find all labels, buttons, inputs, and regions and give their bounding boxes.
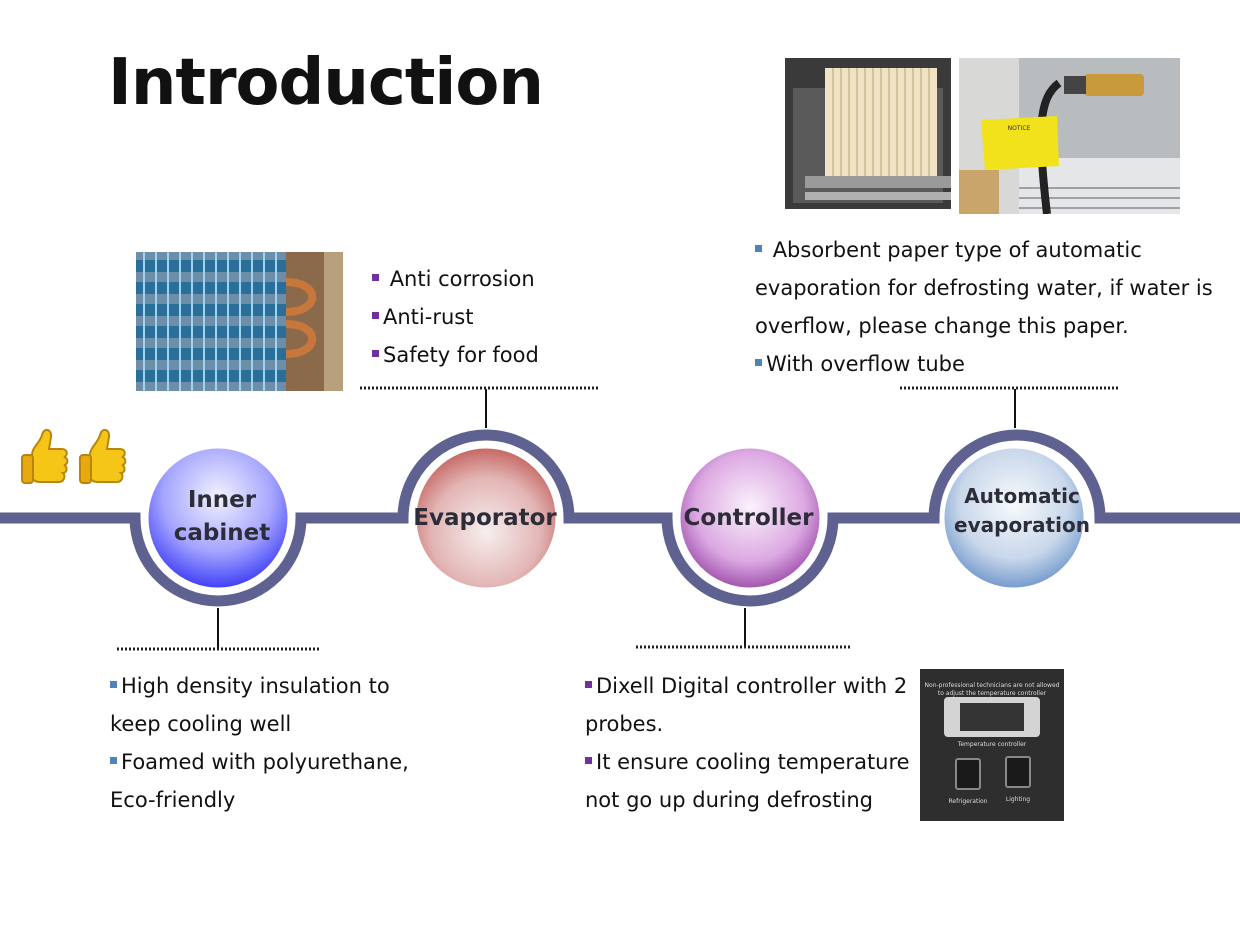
list-item: Safety for food bbox=[372, 336, 539, 374]
list-item-continuation: not go up during defrosting bbox=[585, 788, 873, 812]
evaporator-coil-photo bbox=[136, 252, 343, 391]
list-item-continuation: probes. bbox=[585, 712, 664, 736]
list-item: High density insulation to bbox=[110, 667, 409, 705]
page-title: Introduction bbox=[108, 46, 544, 120]
list-item-continuation: overflow, please change this paper. bbox=[755, 314, 1129, 338]
bullet-text: Foamed with polyurethane, bbox=[121, 750, 409, 774]
list-item: Absorbent paper type of automatic bbox=[755, 231, 1213, 269]
bullet-text: Safety for food bbox=[383, 343, 539, 367]
timeline-track bbox=[0, 429, 1240, 607]
node-label-evaporator: Evaporator bbox=[413, 504, 557, 531]
list-item-continuation: evaporation for defrosting water, if wat… bbox=[755, 276, 1213, 300]
bullet-text: It ensure cooling temperature bbox=[596, 750, 910, 774]
controller-bullet-list: Dixell Digital controller with 2 probes.… bbox=[585, 667, 910, 819]
overflow-tube-photo: NOTICE bbox=[959, 58, 1180, 214]
panel-warning-line-1: Non-professional technicians are not all… bbox=[925, 682, 1060, 689]
node-inner-cabinet bbox=[145, 445, 291, 591]
bullet-text: With overflow tube bbox=[766, 352, 965, 376]
bullet-text: Absorbent paper type of automatic bbox=[772, 238, 1142, 262]
bullet-square-icon bbox=[372, 274, 379, 281]
bullet-square-icon bbox=[110, 757, 117, 764]
panel-warning-line-2: to adjust the temperature controller bbox=[938, 690, 1047, 697]
evaporation-bullet-list: Absorbent paper type of automatic evapor… bbox=[755, 231, 1213, 383]
panel-controller-label: Temperature controller bbox=[957, 741, 1027, 748]
switch-left-label: Refrigeration bbox=[949, 798, 988, 805]
bullet-square-icon bbox=[585, 681, 592, 688]
notice-label: NOTICE bbox=[1008, 125, 1031, 132]
node-label-controller: Controller bbox=[683, 504, 814, 531]
node-automatic-evaporation bbox=[941, 445, 1087, 591]
node-label-inner-cabinet: Inner cabinet bbox=[173, 487, 271, 546]
bullet-text: Anti-rust bbox=[383, 305, 474, 329]
bullet-square-icon bbox=[372, 312, 379, 319]
list-item: Anti-rust bbox=[372, 298, 539, 336]
bullet-square-icon bbox=[110, 681, 117, 688]
thumbs-up-icon bbox=[21, 429, 69, 484]
bullet-square-icon bbox=[372, 350, 379, 357]
list-item-continuation: keep cooling well bbox=[110, 712, 292, 736]
evaporator-bullet-list: Anti corrosion Anti-rust Safety for food bbox=[372, 260, 539, 374]
bullet-text: Anti corrosion bbox=[389, 267, 535, 291]
bullet-square-icon bbox=[585, 757, 592, 764]
switch-right-label: Lighting bbox=[1006, 796, 1030, 803]
node-controller bbox=[677, 445, 823, 591]
thumbs-up-icon bbox=[79, 429, 127, 484]
list-item: With overflow tube bbox=[755, 345, 1213, 383]
bullet-text: High density insulation to bbox=[121, 674, 390, 698]
list-item: It ensure cooling temperature bbox=[585, 743, 910, 781]
list-item: Foamed with polyurethane, bbox=[110, 743, 409, 781]
list-item: Dixell Digital controller with 2 bbox=[585, 667, 910, 705]
list-item: Anti corrosion bbox=[372, 260, 539, 298]
thumbs-up-icons bbox=[21, 429, 127, 484]
bullet-square-icon bbox=[755, 245, 762, 252]
node-label-automatic-evaporation: Automatic evaporation bbox=[954, 484, 1090, 537]
node-evaporator bbox=[413, 445, 559, 591]
absorbent-paper-photo bbox=[785, 58, 951, 209]
bullet-square-icon bbox=[755, 359, 762, 366]
bullet-text: Dixell Digital controller with 2 bbox=[596, 674, 908, 698]
cabinet-bullet-list: High density insulation to keep cooling … bbox=[110, 667, 409, 819]
controller-panel-photo: Non-professional technicians are not all… bbox=[920, 669, 1064, 821]
list-item-continuation: Eco-friendly bbox=[110, 788, 236, 812]
